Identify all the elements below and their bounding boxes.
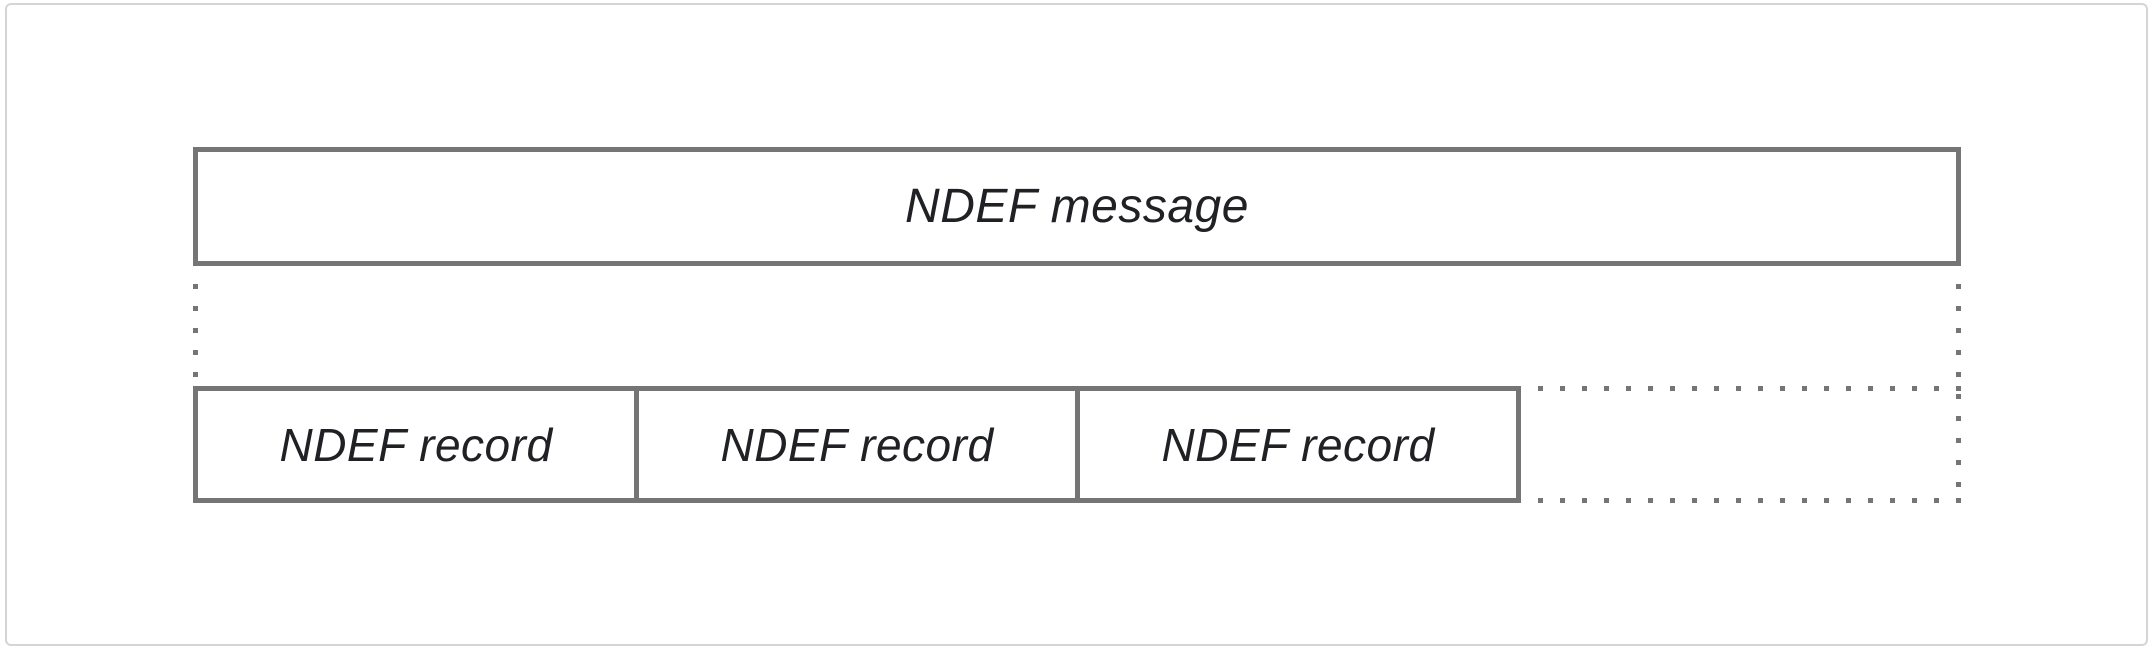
dotted-continuation-top	[1538, 386, 1961, 391]
dotted-connector-right	[1956, 284, 1961, 503]
dotted-continuation-bottom	[1538, 498, 1961, 503]
dotted-connector-left	[193, 284, 198, 384]
ndef-record-cell-1: NDEF record	[198, 391, 634, 498]
ndef-message-label: NDEF message	[905, 180, 1249, 233]
outer-frame-border	[5, 3, 2148, 646]
ndef-record-label: NDEF record	[1161, 418, 1435, 471]
ndef-record-label: NDEF record	[279, 418, 553, 471]
ndef-message-box: NDEF message	[193, 147, 1961, 266]
ndef-record-label: NDEF record	[720, 418, 994, 471]
ndef-record-cell-3: NDEF record	[1075, 391, 1516, 498]
ndef-record-cell-2: NDEF record	[634, 391, 1075, 498]
ndef-record-row: NDEF record NDEF record NDEF record	[193, 386, 1521, 503]
